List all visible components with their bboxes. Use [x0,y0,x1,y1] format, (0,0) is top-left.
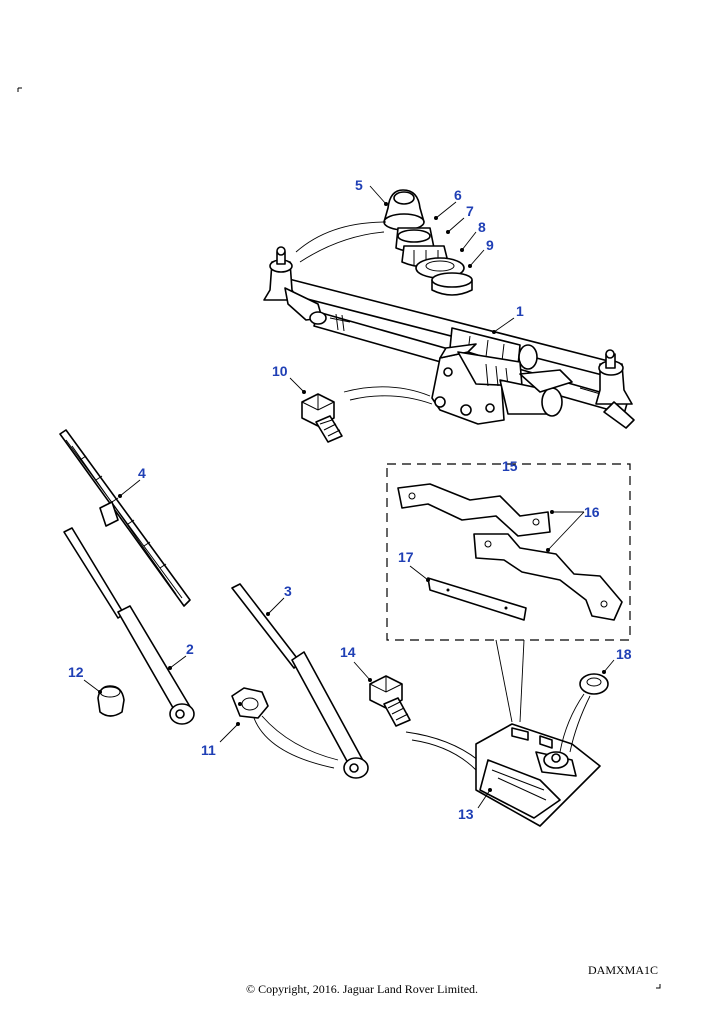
callout-leaders [83,185,615,809]
corner-mark-top-left [17,87,22,92]
wiper-blade [59,429,191,607]
callout-2: 2 [186,641,194,657]
callout-18: 18 [616,646,632,662]
nut-11 [231,687,339,769]
copyright-notice: © Copyright, 2016. Jaguar Land Rover Lim… [245,982,479,996]
callout-8: 8 [478,219,486,235]
kit-15-box [386,463,631,723]
callout-9: 9 [486,237,494,253]
bolt-10 [301,386,433,443]
callout-11: 11 [201,742,216,758]
wiper-linkage-assembly [263,246,635,429]
callout-17: 17 [398,549,414,565]
grommet-18 [559,673,609,753]
pivot-cap-stack [295,189,473,296]
callout-6: 6 [454,187,462,203]
callout-14: 14 [340,644,356,660]
wiper-arm-left [63,527,195,725]
callout-1: 1 [516,303,524,319]
wiper-arm-right [231,583,369,779]
callout-4: 4 [138,465,146,481]
callout-numbers: 5 6 7 8 9 1 10 4 15 16 17 3 2 14 18 12 1… [68,177,632,822]
cap-12 [97,685,125,717]
callout-13: 13 [458,806,474,822]
callout-7: 7 [466,203,474,219]
callout-3: 3 [284,583,292,599]
callout-10: 10 [272,363,288,379]
bolt-14 [369,675,479,771]
callout-15: 15 [502,458,518,474]
callout-16: 16 [584,504,600,520]
callout-5: 5 [355,177,363,193]
rear-wiper-motor [475,723,601,827]
diagram-code: DAMXMA1C [587,963,658,977]
corner-mark-bottom-right [656,984,661,989]
callout-12: 12 [68,664,84,680]
